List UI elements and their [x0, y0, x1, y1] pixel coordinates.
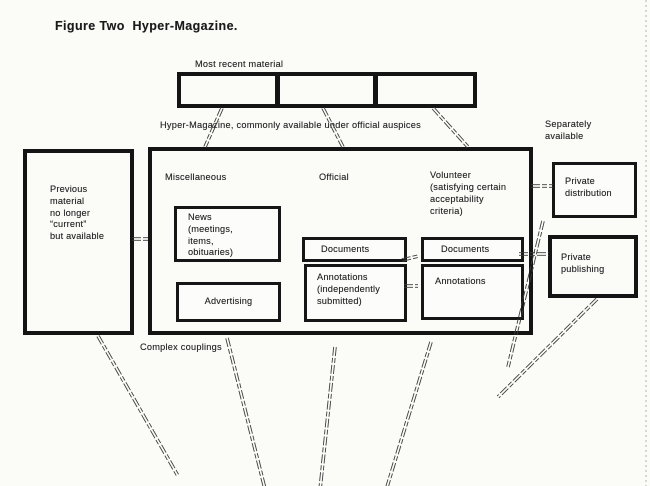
most-recent-material-label: Most recent material	[195, 59, 284, 69]
most-recent-material-box	[177, 72, 477, 108]
private-distribution-box: Private distribution	[552, 162, 637, 218]
coupling-line	[531, 184, 553, 188]
advertising-text: Advertising	[204, 296, 253, 307]
separately-available-label: Separately available	[545, 119, 592, 141]
section-volunteer-label: Volunteer (satisfying certain acceptabil…	[430, 170, 507, 216]
annotations-volunteer-box: Annotations	[421, 264, 524, 320]
private-distribution-text: Private distribution	[565, 176, 612, 198]
news-box: News (meetings, items, obituaries)	[174, 206, 281, 262]
news-text: News (meetings, items, obituaries)	[188, 212, 234, 258]
complex-couplings-label: Complex couplings	[140, 342, 222, 352]
annotations-official-text: Annotations (independently submitted)	[317, 272, 381, 306]
private-publishing-text: Private publishing	[561, 252, 605, 274]
private-publishing-box: Private publishing	[548, 235, 638, 298]
documents-volunteer-text: Documents	[441, 243, 490, 254]
top-box-divider	[275, 76, 280, 104]
coupling-line	[96, 335, 180, 477]
annotations-volunteer-text: Annotations	[435, 276, 486, 286]
coupling-line	[385, 341, 433, 486]
coupling-line	[225, 337, 267, 486]
coupling-line	[318, 346, 337, 486]
documents-official-box: Documents	[302, 237, 407, 262]
section-miscellaneous-label: Miscellaneous	[165, 172, 227, 182]
hyper-magazine-box: Miscellaneous Official Volunteer (satisf…	[148, 147, 533, 335]
section-official-label: Official	[319, 172, 349, 182]
documents-volunteer-box: Documents	[421, 237, 524, 262]
previous-material-box: Previous material no longer “current” bu…	[23, 149, 134, 335]
annotations-official-box: Annotations (independently submitted)	[304, 264, 407, 322]
advertising-box: Advertising	[176, 282, 281, 322]
previous-material-text: Previous material no longer “current” bu…	[50, 184, 105, 242]
top-box-divider	[373, 76, 378, 104]
hyper-magazine-caption: Hyper-Magazine, commonly available under…	[160, 120, 421, 130]
figure-title: Figure Two Hyper-Magazine.	[55, 19, 238, 33]
documents-official-text: Documents	[321, 243, 370, 254]
